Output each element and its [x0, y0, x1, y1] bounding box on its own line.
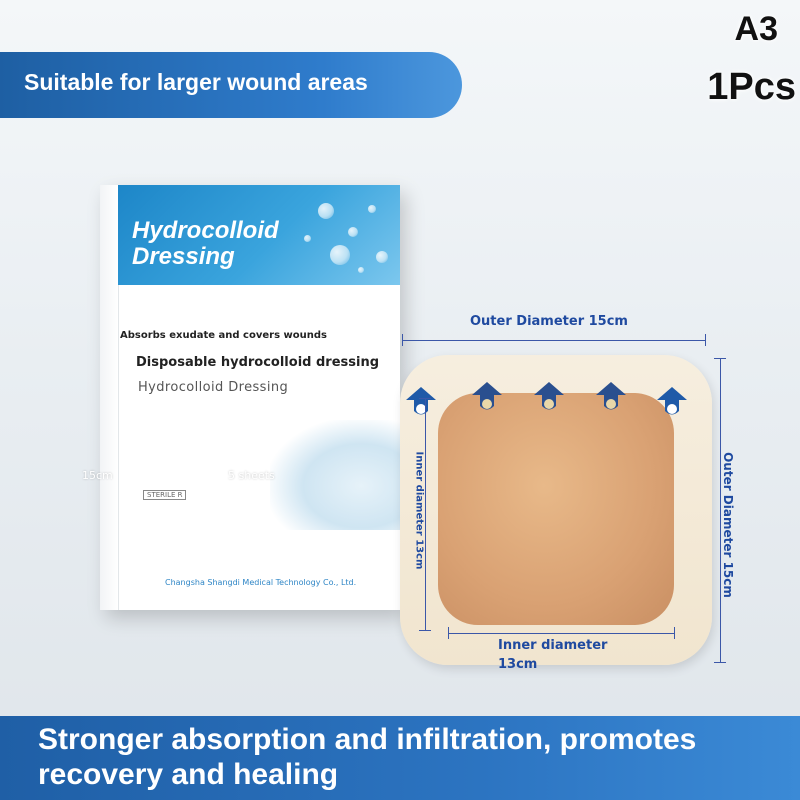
- water-drop-icon: [368, 205, 376, 213]
- box-swoosh-graphic: [270, 420, 400, 530]
- product-box-header: [118, 185, 400, 285]
- box-absorbs-text: Absorbs exudate and covers wounds: [120, 330, 327, 341]
- top-banner: Suitable for larger wound areas: [0, 52, 462, 118]
- inner-diameter-bottom-label: Inner diameter 13cm: [498, 636, 607, 674]
- inner-height-tick: [419, 630, 431, 631]
- model-code: A3: [734, 10, 778, 48]
- outer-diameter-top-label: Outer Diameter 15cm: [470, 314, 628, 329]
- sterile-badge: STERILE R: [143, 490, 187, 500]
- footer-text: Stronger absorption and infiltration, pr…: [38, 723, 697, 791]
- company-name: Changsha Shangdi Medical Technology Co.,…: [165, 578, 357, 587]
- outer-width-line: [402, 340, 706, 341]
- inner-width-line: [448, 633, 674, 634]
- box-sheets-label: 5 sheets: [228, 469, 275, 482]
- box-size-label: 15cm: [82, 469, 113, 482]
- dressing-inner-pad: [438, 393, 674, 625]
- water-drop-icon: [348, 227, 358, 237]
- outer-diameter-right-label: Outer Diameter 15cm: [720, 452, 735, 598]
- box-disposable-text: Disposable hydrocolloid dressing: [136, 355, 380, 370]
- outer-height-tick: [714, 358, 726, 359]
- water-drop-icon: [330, 245, 350, 265]
- peel-arrow-icon: [596, 382, 626, 410]
- outer-width-tick: [402, 334, 403, 346]
- peel-arrow-icon: [406, 387, 436, 415]
- inner-width-tick: [448, 627, 449, 639]
- box-title: Hydrocolloid Dressing: [132, 218, 279, 270]
- peel-arrow-icon: [657, 387, 687, 415]
- outer-height-line: [720, 358, 721, 662]
- inner-diameter-bottom-line2: 13cm: [498, 657, 538, 672]
- inner-height-tick: [419, 398, 431, 399]
- inner-width-tick: [674, 627, 675, 639]
- product-box-side: [100, 185, 119, 610]
- peel-arrow-icon: [534, 382, 564, 410]
- box-subtitle: Hydrocolloid Dressing: [138, 380, 289, 395]
- quantity-label: 1Pcs: [707, 66, 796, 108]
- inner-height-line: [425, 398, 426, 630]
- box-title-line2: Dressing: [132, 243, 235, 270]
- box-title-line1: Hydrocolloid: [132, 217, 279, 244]
- inner-diameter-left-label: Inner diameter 13cm: [413, 451, 425, 570]
- water-drop-icon: [358, 267, 364, 273]
- water-drop-icon: [376, 251, 388, 263]
- water-drop-icon: [304, 235, 311, 242]
- outer-width-tick: [705, 334, 706, 346]
- inner-diameter-bottom-line1: Inner diameter: [498, 638, 608, 653]
- peel-arrow-icon: [472, 382, 502, 410]
- water-drop-icon: [318, 203, 334, 219]
- bottom-banner: Stronger absorption and infiltration, pr…: [0, 716, 800, 800]
- outer-height-tick: [714, 662, 726, 663]
- tagline: Suitable for larger wound areas: [24, 69, 368, 95]
